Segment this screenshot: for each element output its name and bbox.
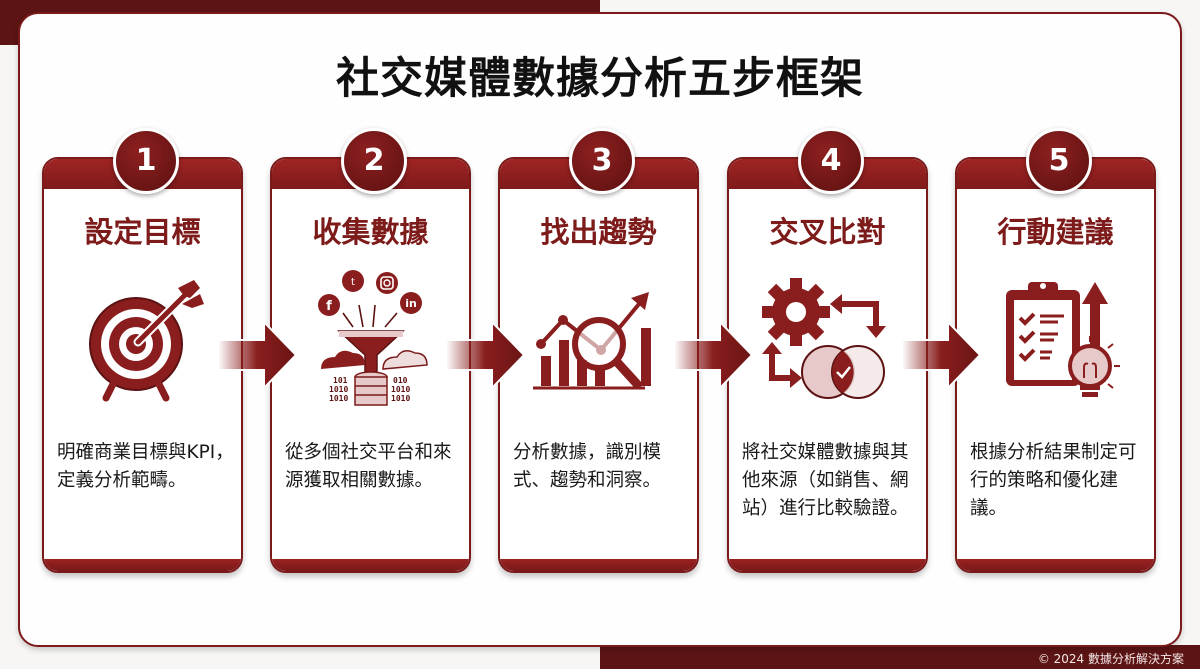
step-description: 將社交媒體數據與其他來源（如銷售、網站）進行比較驗證。: [742, 442, 909, 519]
corner-accent-top-left-side: [0, 0, 20, 45]
step-description: 分析數據，識別模式、趨勢和洞察。: [513, 442, 662, 491]
step-number-badge: 2: [341, 128, 407, 194]
step-description: 從多個社交平台和來源獲取相關數據。: [285, 442, 452, 491]
step-card-1: 設定目標 明確商業目標與KPI，定義分析範疇。: [42, 157, 243, 573]
svg-text:in: in: [405, 297, 417, 310]
gear-venn-compare-icon: [729, 269, 926, 409]
flow-arrow-icon: [218, 320, 298, 390]
svg-text:1010: 1010: [329, 385, 348, 394]
step-number-badge: 1: [113, 128, 179, 194]
step-number-badge: 3: [569, 128, 635, 194]
svg-text:1010: 1010: [391, 394, 410, 403]
step-title: 收集數據: [312, 215, 429, 249]
svg-text:f: f: [326, 299, 332, 314]
footer-copyright: © 2024 數據分析解決方案: [1037, 652, 1184, 666]
step-card-5: 行動建議 根據分析結果制定可行的策略和優化建議。: [955, 157, 1156, 573]
trend-chart-magnifier-icon: [500, 269, 697, 409]
flow-arrow-icon: [446, 320, 526, 390]
step-title: 找出趨勢: [540, 215, 657, 249]
flow-arrow-icon: [674, 320, 754, 390]
svg-text:101: 101: [333, 376, 348, 385]
card-footer-band: [729, 559, 926, 571]
svg-text:010: 010: [393, 376, 408, 385]
step-card-3: 找出趨勢 分析數據，識別模式、趨勢和洞察。: [498, 157, 699, 573]
step-description: 明確商業目標與KPI，定義分析範疇。: [57, 442, 234, 491]
svg-text:t: t: [351, 277, 355, 288]
card-footer-band: [500, 559, 697, 571]
checklist-lightbulb-icon: [957, 269, 1154, 409]
svg-text:1010: 1010: [329, 394, 348, 403]
flow-arrow-icon: [902, 320, 982, 390]
step-title: 設定目標: [84, 215, 201, 249]
step-title: 行動建議: [997, 215, 1114, 249]
svg-text:1010: 1010: [391, 385, 410, 394]
card-footer-band: [44, 559, 241, 571]
step-description: 根據分析結果制定可行的策略和優化建議。: [970, 442, 1137, 519]
page-title: 社交媒體數據分析五步框架: [336, 54, 864, 104]
step-card-2: 收集數據 f t in 101 1010 1010 010 1010 1010 …: [270, 157, 471, 573]
card-footer-band: [272, 559, 469, 571]
social-funnel-database-icon: f t in 101 1010 1010 010 1010 1010: [272, 269, 469, 409]
corner-accent-bottom-right: [600, 645, 1200, 669]
step-number-badge: 5: [1026, 128, 1092, 194]
step-number-badge: 4: [798, 128, 864, 194]
step-card-4: 交叉比對 將社交媒體數據與其他來源（如銷售、網站）進行比較驗證。: [727, 157, 928, 573]
step-title: 交叉比對: [769, 215, 886, 249]
card-footer-band: [957, 559, 1154, 571]
target-with-arrow-icon: [44, 269, 241, 409]
